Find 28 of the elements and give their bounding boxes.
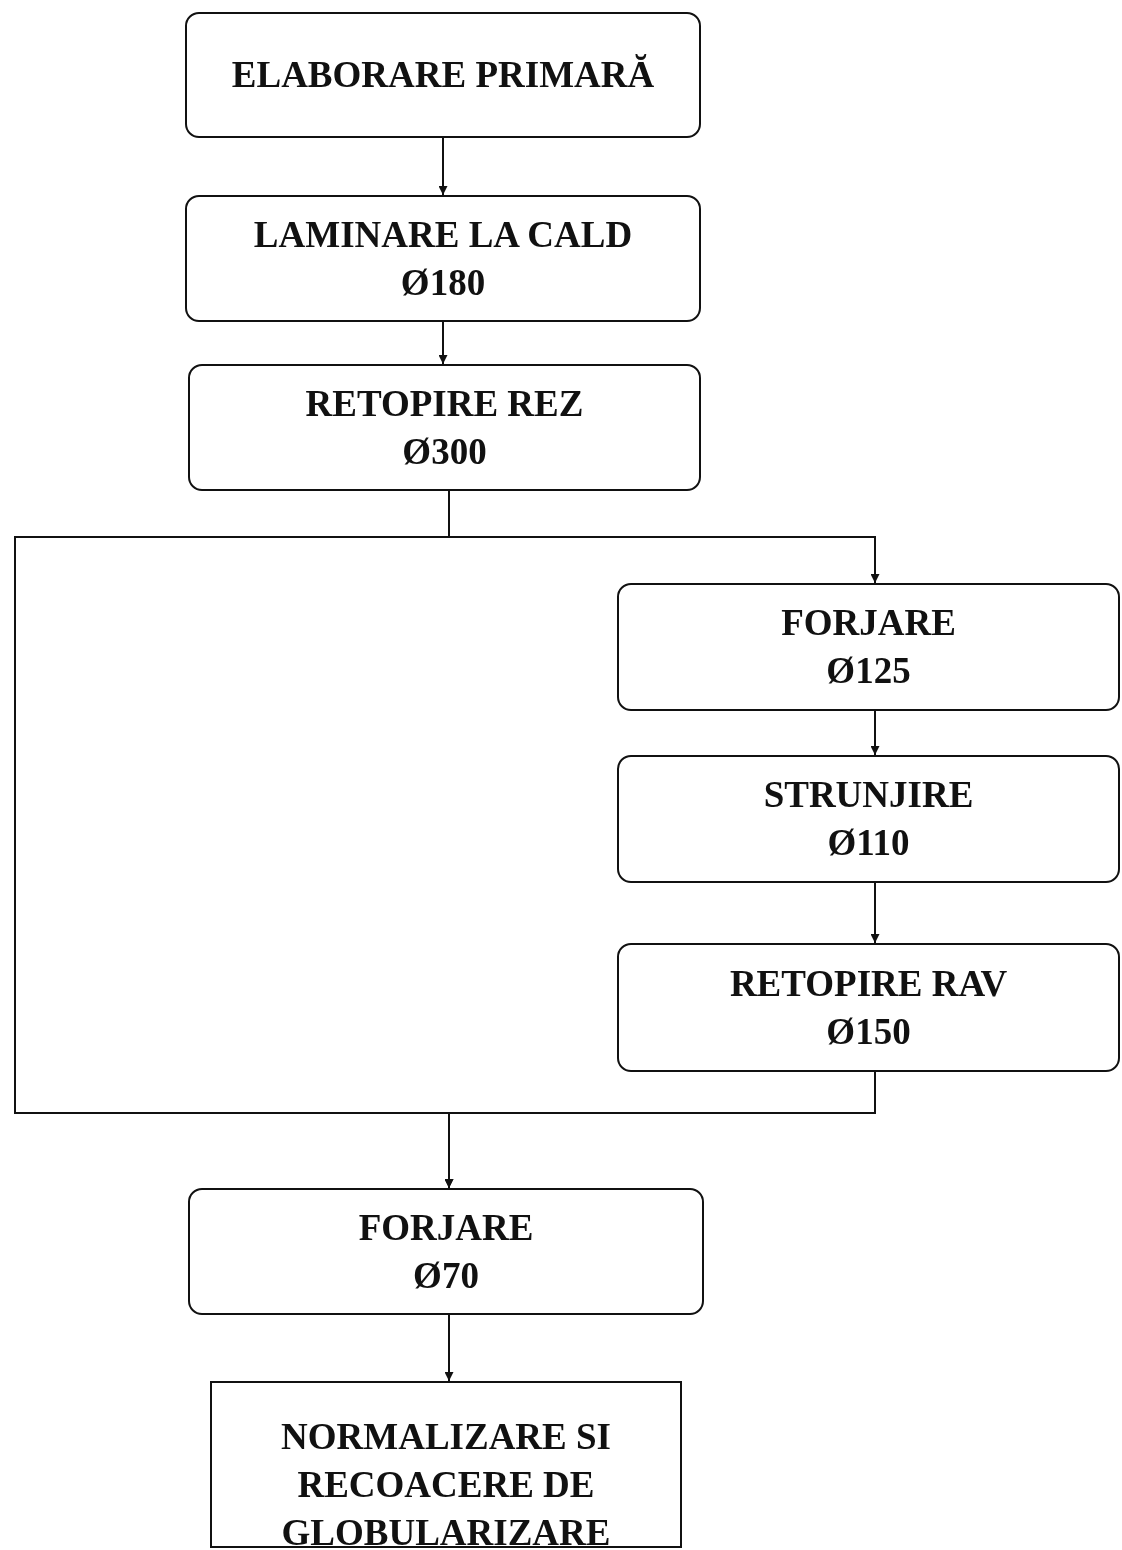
step-label: RETOPIRE REZ — [305, 381, 584, 426]
process-box — [210, 1381, 682, 1548]
process-box — [185, 12, 701, 138]
arrow — [438, 137, 448, 196]
process-box — [617, 943, 1120, 1072]
step-label: Ø180 — [400, 260, 486, 305]
step-label: Ø110 — [827, 821, 910, 865]
arrow — [870, 710, 880, 756]
step-label: Ø150 — [826, 1009, 911, 1054]
step-label: Ø125 — [826, 649, 911, 693]
arrow — [438, 321, 448, 365]
step-label: LAMINARE LA CALD — [253, 212, 633, 257]
process-box — [188, 364, 701, 491]
step-label: FORJARE — [781, 601, 956, 645]
arrow — [444, 1314, 454, 1382]
process-box — [188, 1188, 704, 1315]
process-box — [617, 755, 1120, 883]
arrow — [444, 1071, 876, 1189]
process-box — [185, 195, 701, 322]
step-label: ELABORARE PRIMARĂ — [231, 53, 655, 97]
step-label: Ø70 — [413, 1253, 479, 1298]
step-label: FORJARE — [358, 1205, 534, 1250]
step-label: Ø300 — [402, 429, 487, 474]
step-label: NORMALIZARE SI RECOACERE DE GLOBULARIZARE — [280, 1415, 612, 1550]
step-label: RETOPIRE RAV — [729, 961, 1008, 1006]
step-label: STRUNJIRE — [763, 773, 974, 817]
process-box — [617, 583, 1120, 711]
arrow — [870, 882, 880, 944]
